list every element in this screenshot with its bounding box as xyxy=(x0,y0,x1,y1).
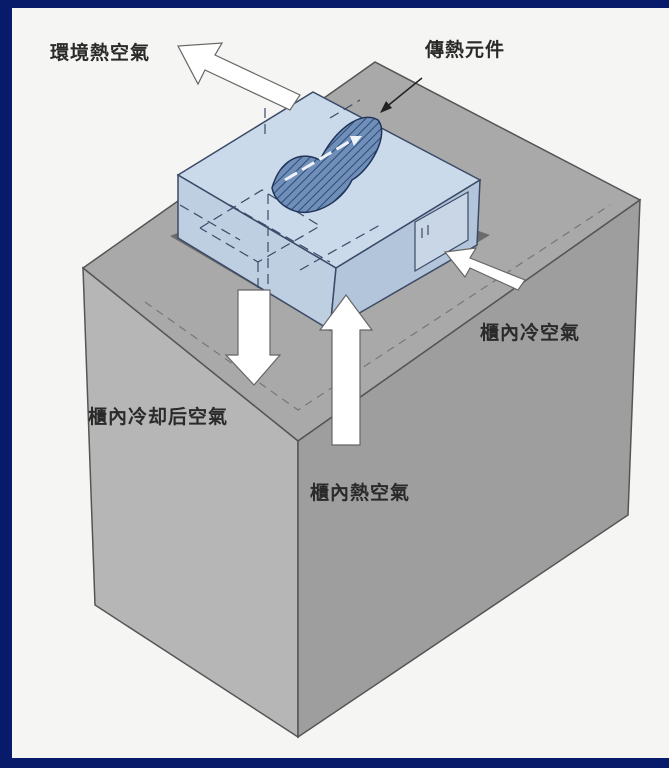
cabinet-hot-air-arrow xyxy=(318,293,374,446)
label-heat-transfer-element: 傳熱元件 xyxy=(425,39,506,61)
label-cabinet-cooled-air: 櫃內冷却后空氣 xyxy=(88,406,229,428)
ambient-hot-air-arrow xyxy=(177,42,301,111)
heat-element-pointer xyxy=(384,77,423,109)
unit-internal-dashes xyxy=(179,99,381,318)
label-cabinet-hot-air: 櫃內熱空氣 xyxy=(310,482,411,504)
cabinet-cool-air-arrow xyxy=(443,247,526,291)
label-ambient-hot-air: 環境熱空氣 xyxy=(50,42,151,64)
label-cabinet-cool-air: 櫃內冷空氣 xyxy=(480,322,581,344)
cabinet-cooled-air-arrow xyxy=(224,289,282,386)
heat-transfer-element xyxy=(271,116,383,214)
cabinet-right-face xyxy=(297,198,641,739)
unit-side-door xyxy=(414,190,469,273)
